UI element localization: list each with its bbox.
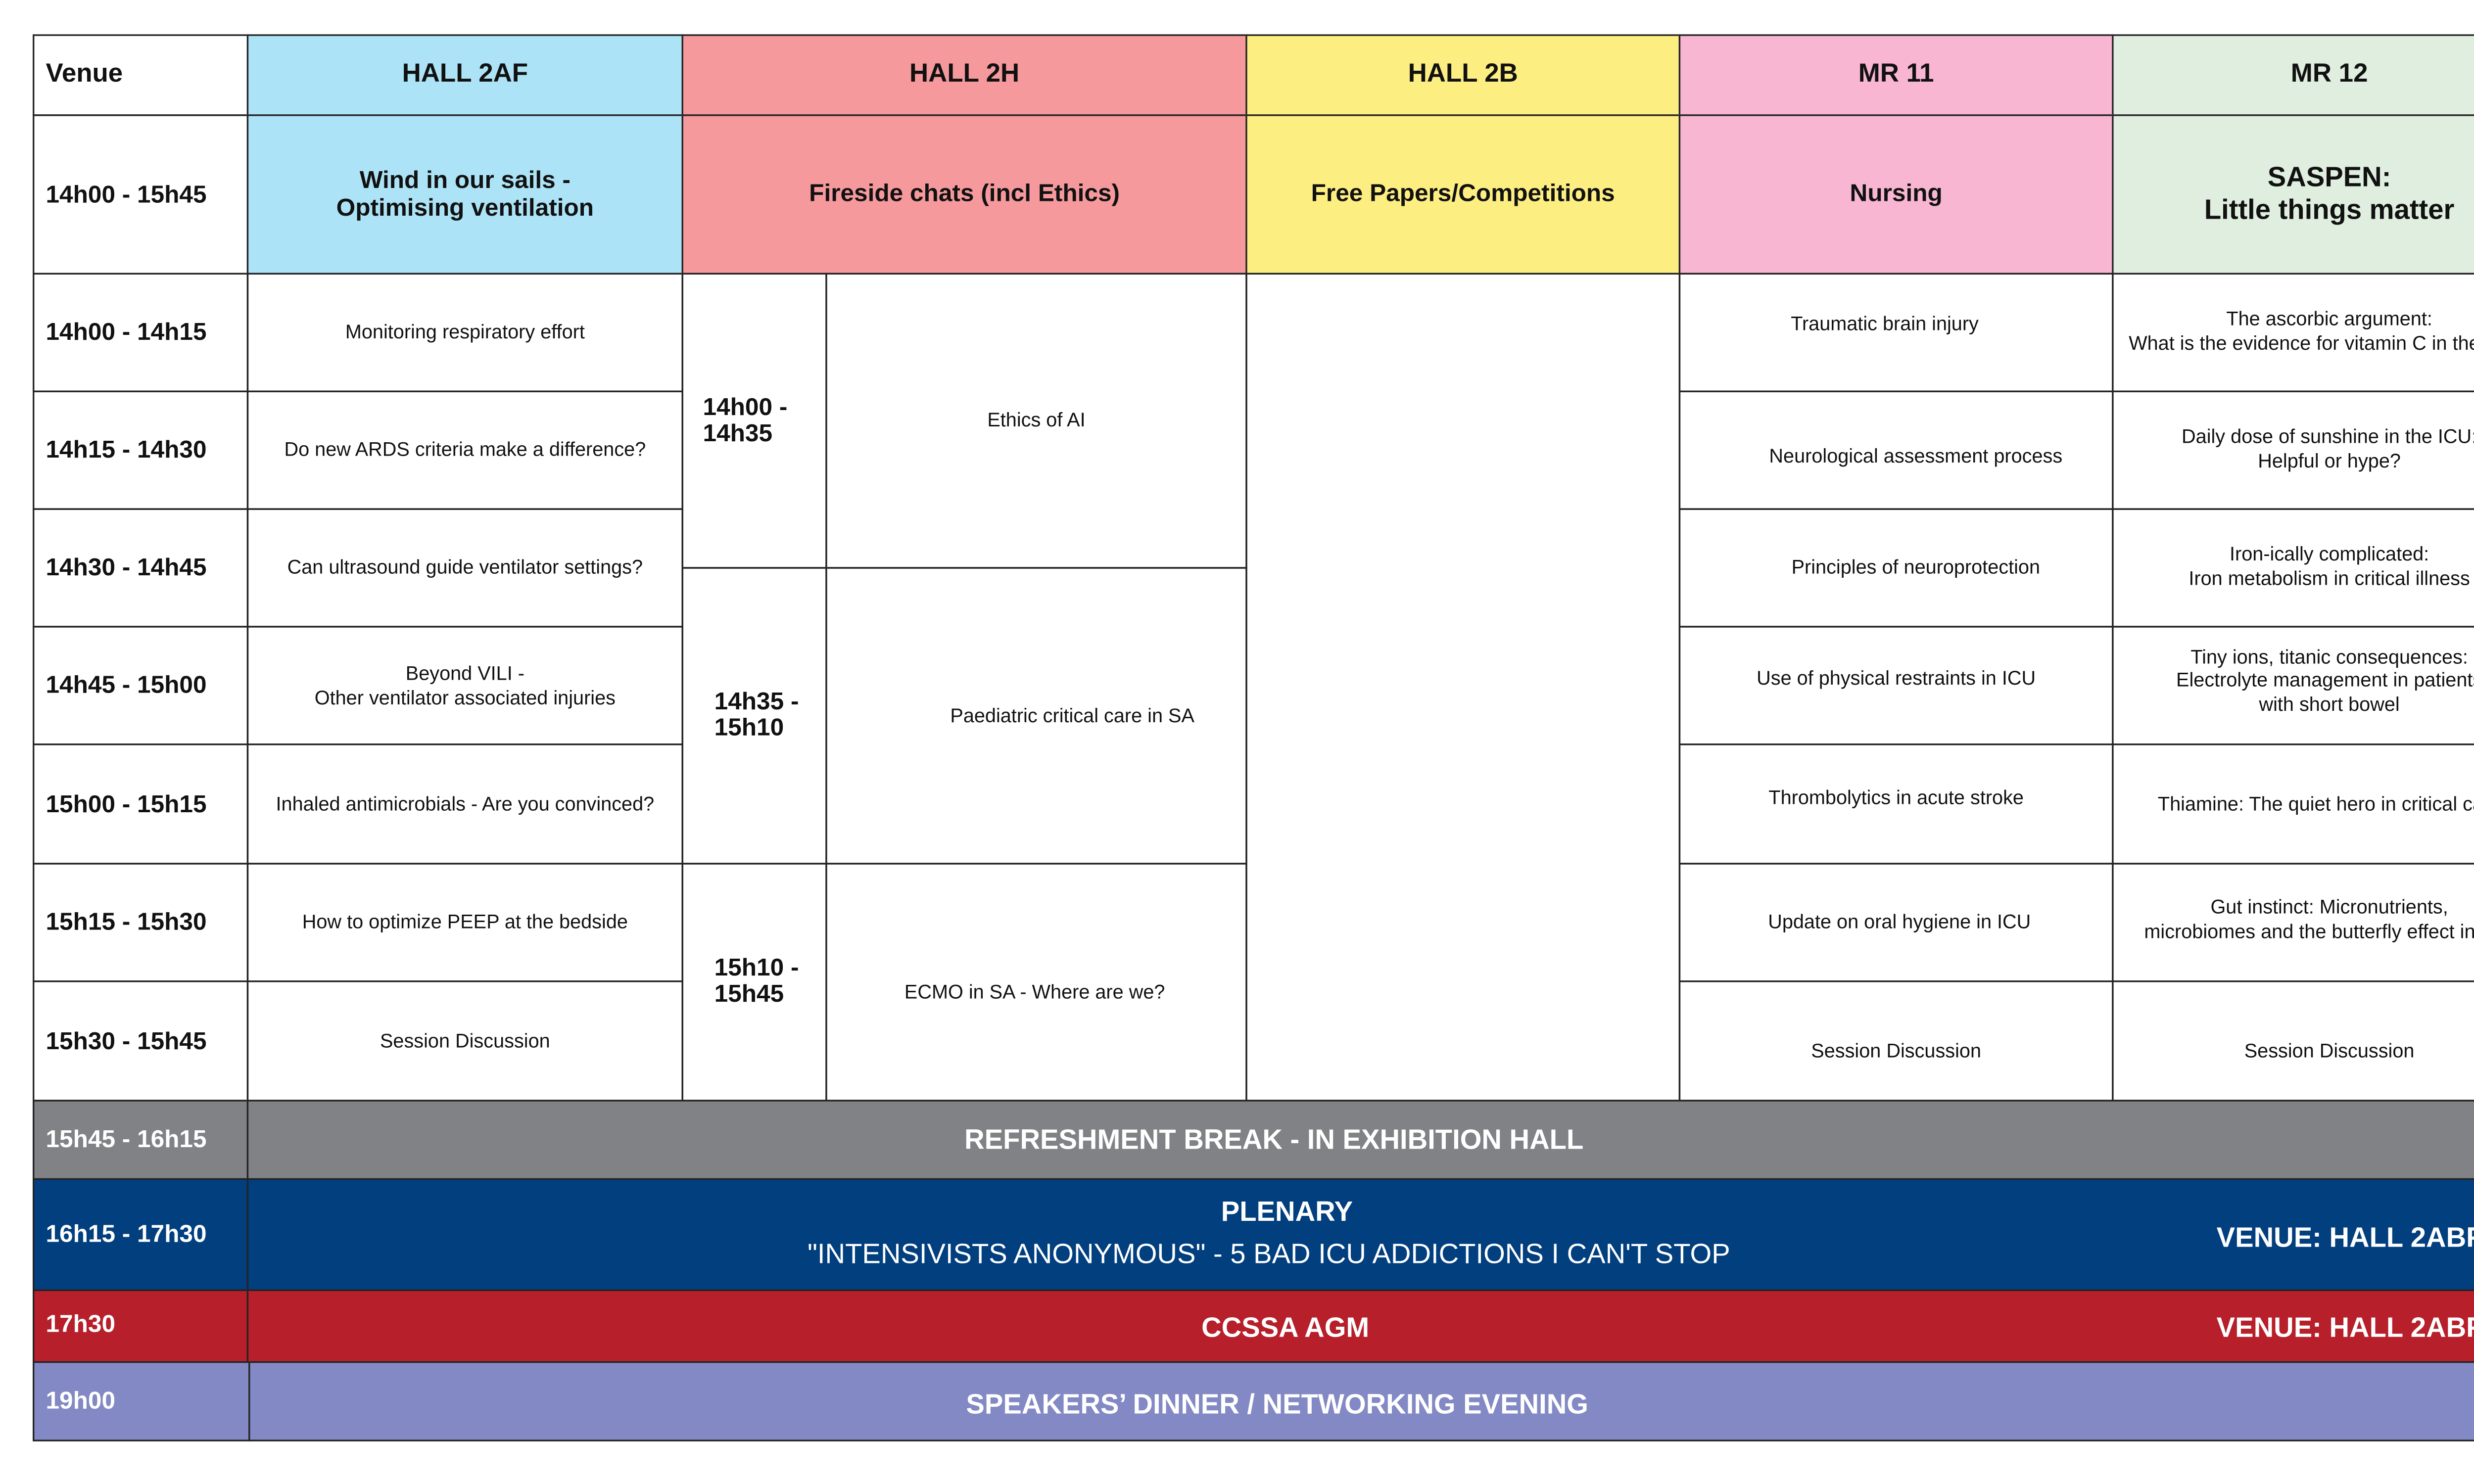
mr12-talk: Iron-ically complicated: Iron metabolism… [2112, 508, 2474, 628]
hall-2af-talk: Do new ARDS criteria make a difference? [246, 390, 683, 510]
agm-time: 17h30 [33, 1289, 249, 1363]
hall-2af-talk: Session Discussion [246, 980, 683, 1102]
hall-2h-header: HALL 2H [681, 34, 1247, 116]
plenary-label: PLENARY [1221, 1196, 1353, 1228]
hall-2af-session-title: Wind in our sails - Optimising ventilati… [246, 114, 683, 275]
mr11-session-title: Nursing [1678, 114, 2114, 275]
hall-2h-chat-time: 14h00 - 14h35 [681, 273, 827, 569]
hall-2af-talk: Inhaled antimicrobials - Are you convinc… [246, 743, 683, 865]
mr12-talk: Thiamine: The quiet hero in critical car… [2112, 743, 2474, 865]
plenary-band: PLENARY "INTENSIVISTS ANONYMOUS" - 5 BAD… [246, 1178, 2474, 1291]
session-time: 14h00 - 15h45 [33, 114, 249, 275]
hall-2b-slot-block [1245, 273, 1681, 1102]
mr11-talk: Thrombolytics in acute stroke [1678, 743, 2114, 865]
agm-label: CCSSA AGM [1201, 1312, 1370, 1344]
hall-2b-header: HALL 2B [1245, 34, 1681, 116]
mr11-talk: Update on oral hygiene in ICU [1678, 863, 2114, 982]
mr12-header: MR 12 [2112, 34, 2474, 116]
speakers-dinner-band: SPEAKERS’ DINNER / NETWORKING EVENING [248, 1361, 2474, 1441]
plenary-subtitle: "INTENSIVISTS ANONYMOUS" - 5 BAD ICU ADD… [807, 1239, 1730, 1270]
hall-2af-talk: How to optimize PEEP at the bedside [246, 863, 683, 982]
hall-2h-session-title: Fireside chats (incl Ethics) [681, 114, 1247, 275]
slot-time: 15h15 - 15h30 [33, 863, 249, 982]
hall-2h-chat-topic: Ethics of AI [825, 273, 1247, 569]
slot-time: 14h15 - 14h30 [33, 390, 249, 510]
hall-2af-talk: Beyond VILI - Other ventilator associate… [246, 626, 683, 745]
slot-time: 15h00 - 15h15 [33, 743, 249, 865]
hall-2h-chat-topic: ECMO in SA - Where are we? [825, 863, 1247, 1102]
dinner-time: 19h00 [33, 1361, 250, 1441]
slot-time: 15h30 - 15h45 [33, 980, 249, 1102]
hall-2h-chat-time: 14h35 - 15h10 [681, 567, 827, 865]
hall-2af-talk: Monitoring respiratory effort [246, 273, 683, 392]
agm-venue: VENUE: HALL 2ABFH [2216, 1312, 2474, 1344]
mr12-session-title: SASPEN: Little things matter [2112, 114, 2474, 275]
mr12-talk: The ascorbic argument: What is the evide… [2112, 273, 2474, 392]
hall-2b-session-title: Free Papers/Competitions [1245, 114, 1681, 275]
mr11-talk: Principles of neuroprotection [1678, 508, 2114, 628]
refreshment-break-band: REFRESHMENT BREAK - IN EXHIBITION HALL [246, 1100, 2474, 1180]
mr11-talk: Traumatic brain injury [1678, 273, 2114, 392]
break-time: 15h45 - 16h15 [33, 1100, 249, 1180]
mr12-talk: Tiny ions, titanic consequences: Electro… [2112, 626, 2474, 745]
hall-2h-chat-topic: Paediatric critical care in SA [825, 567, 1247, 865]
plenary-time: 16h15 - 17h30 [33, 1178, 249, 1291]
mr11-header: MR 11 [1678, 34, 2114, 116]
hall-2h-chat-time: 15h10 - 15h45 [681, 863, 827, 1102]
mr11-talk: Session Discussion [1678, 980, 2114, 1102]
plenary-venue: VENUE: HALL 2ABFH [2216, 1222, 2474, 1253]
hall-2af-header: HALL 2AF [246, 34, 683, 116]
venue-label: Venue [33, 34, 249, 116]
mr12-talk: Session Discussion [2112, 980, 2474, 1102]
slot-time: 14h30 - 14h45 [33, 508, 249, 628]
agm-band: CCSSA AGM VENUE: HALL 2ABFH [246, 1289, 2474, 1363]
slot-time: 14h45 - 15h00 [33, 626, 249, 745]
mr12-talk: Daily dose of sunshine in the ICU: Helpf… [2112, 390, 2474, 510]
hall-2af-talk: Can ultrasound guide ventilator settings… [246, 508, 683, 628]
mr11-talk: Neurological assessment process [1678, 390, 2114, 510]
mr11-talk: Use of physical restraints in ICU [1678, 626, 2114, 745]
mr12-talk: Gut instinct: Micronutrients, microbiome… [2112, 863, 2474, 982]
slot-time: 14h00 - 14h15 [33, 273, 249, 392]
